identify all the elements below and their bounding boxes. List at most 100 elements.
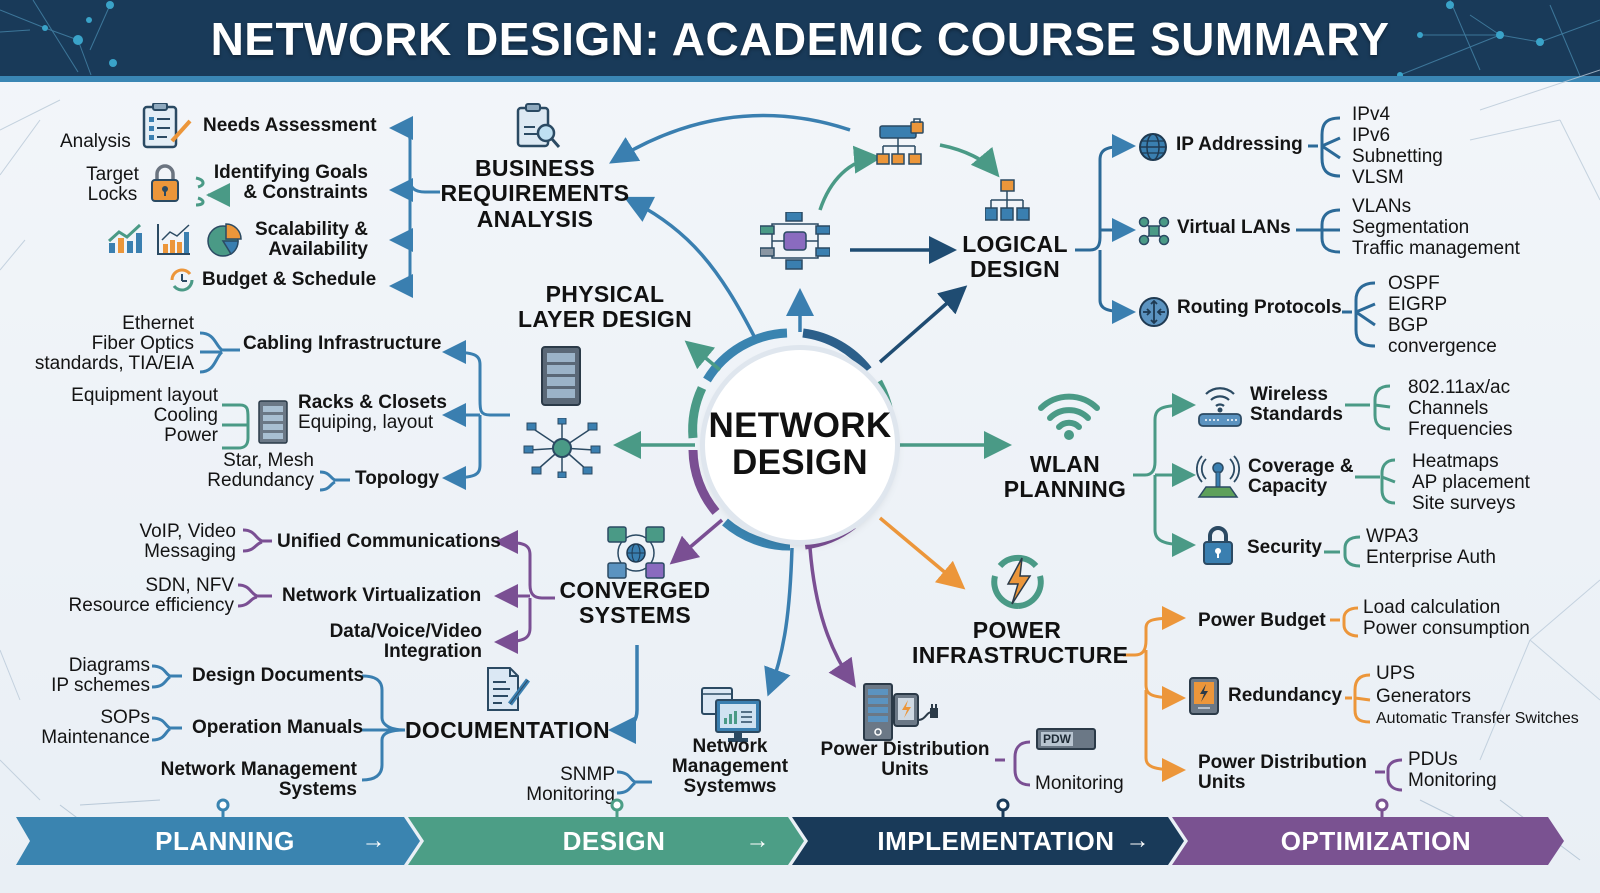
note-line: Monitoring (1408, 769, 1497, 791)
label-line: Integration (383, 640, 482, 662)
pdu-device-icon: PDW (1036, 728, 1096, 750)
note-line: PDUs (1408, 749, 1458, 770)
item-power-budget: Power Budget (1198, 610, 1326, 631)
item-data-voice-video: Data/Voice/Video Integration (290, 622, 482, 662)
padlock-icon (1202, 525, 1234, 570)
notes-nms: SNMP Monitoring (505, 765, 615, 805)
note-line: Monitoring (526, 783, 615, 805)
item-network-management-systems: Network Management Systems (150, 760, 357, 800)
note-line: Messaging (144, 540, 236, 562)
vlan-nodes-icon (1138, 216, 1170, 251)
label-line: Data/Voice/Video (329, 621, 482, 642)
note-line: standards, TIA/EIA (34, 352, 194, 374)
note-line: Channels (1408, 397, 1489, 419)
phase-design[interactable]: DESIGN → (424, 817, 804, 865)
pdu-label: PDW (1041, 732, 1073, 746)
arrow-right-icon: → (1125, 827, 1150, 854)
item-racks-closets: Racks & Closets Equiping, layout (298, 393, 447, 433)
note-line: Equipment layout (71, 385, 218, 406)
wlan-title-line: PLANNING (1003, 476, 1127, 503)
antenna-icon (1195, 455, 1241, 504)
notes-power-budget: Load calculation Power consumption (1363, 597, 1530, 640)
phase-implementation[interactable]: IMPLEMENTATION → (808, 817, 1184, 865)
notes-virtual-lans: VLANs Segmentation Traffic management (1352, 196, 1520, 260)
note-line: Fiber Optics (91, 332, 194, 354)
notes-power-distribution: PDUs Monitoring (1408, 749, 1497, 792)
label-line: Network Management (160, 759, 357, 780)
physical-title-line: PHYSICAL (545, 281, 665, 307)
item-identifying-goals: Identifying Goals & Constraints (200, 163, 368, 203)
label-line: Standards (1250, 403, 1343, 425)
item-routing-protocols: Routing Protocols (1177, 297, 1342, 318)
growth-chart-icon (107, 223, 143, 260)
item-operation-manuals: Operation Manuals (192, 717, 364, 738)
note-line: Redundancy (207, 469, 314, 491)
item-coverage-capacity: Coverage & Capacity (1248, 457, 1354, 497)
star-topology-icon (522, 417, 602, 483)
converged-systems-title: CONVERGED SYSTEMS (555, 577, 715, 629)
page-title: NETWORK DESIGN: ACADEMIC COURSE SUMMARY (210, 13, 1390, 65)
item-ip-addressing: IP Addressing (1176, 134, 1303, 155)
arrow-right-icon: → (745, 827, 770, 854)
note-line: VoIP, Video (139, 521, 236, 542)
note-line: IP schemes (51, 674, 150, 696)
clock-cycle-icon (168, 266, 196, 299)
note-line: OSPF (1388, 273, 1440, 294)
note-target-locks: Target Locks (80, 165, 145, 205)
note-line: Power (164, 424, 218, 446)
note-line: BGP (1388, 314, 1429, 336)
item-design-documents: Design Documents (192, 665, 365, 686)
notes-operation-manuals: SOPs Maintenance (30, 708, 150, 748)
label-line: Availability (268, 238, 368, 260)
converged-communications-icon (606, 525, 666, 586)
center-title: NETWORK DESIGN (705, 406, 895, 482)
note-line: UPS (1376, 663, 1416, 684)
header-banner: NETWORK DESIGN: ACADEMIC COURSE SUMMARY (0, 0, 1600, 82)
note-analysis: Analysis (60, 131, 131, 152)
item-budget-schedule: Budget & Schedule (202, 269, 377, 290)
phase-optimization[interactable]: OPTIMIZATION (1188, 817, 1564, 865)
note-line: SNMP (560, 764, 615, 785)
server-rack-icon (540, 345, 582, 412)
physical-title-line: LAYER DESIGN (517, 306, 692, 333)
note-line: Segmentation (1352, 216, 1470, 238)
note-line: Subnetting (1352, 145, 1443, 167)
note-line: Star, Mesh (223, 450, 314, 471)
notes-unified-communications: VoIP, Video Messaging (100, 522, 236, 562)
label-line: Management (671, 755, 789, 777)
document-pen-icon (484, 666, 532, 719)
note-line: AP placement (1412, 471, 1530, 493)
hierarchy-lock-icon (875, 118, 935, 173)
phase-label: DESIGN (562, 825, 666, 856)
power-title-line: POWER (972, 617, 1062, 643)
phase-label: OPTIMIZATION (1280, 825, 1472, 856)
note-line: Traffic management (1352, 237, 1520, 259)
notes-topology: Star, Mesh Redundancy (170, 451, 314, 491)
power-title-line: INFRASTRUCTURE (912, 642, 1129, 669)
note-line: Locks (87, 183, 138, 205)
label-line: Units (1198, 771, 1246, 793)
padlock-icon (150, 163, 180, 208)
notes-ip-addressing: IPv4 IPv6 Subnetting VLSM (1352, 104, 1443, 189)
note-line: Automatic Transfer Switches (1376, 709, 1579, 727)
power-infrastructure-title: POWER INFRASTRUCTURE (912, 617, 1129, 669)
label-line: Systemws (683, 775, 777, 797)
documentation-title: DOCUMENTATION (405, 717, 610, 743)
label-line: Power Distribution (820, 739, 990, 760)
center-title-line2: DESIGN (732, 442, 868, 482)
phase-label: PLANNING (155, 825, 295, 856)
globe-icon (1138, 132, 1168, 167)
note-line: EIGRP (1388, 293, 1448, 315)
center-title-line1: NETWORK (708, 406, 892, 445)
notes-redundancy: UPS Generators Automatic Transfer Switch… (1376, 663, 1579, 728)
converged-title-line: SYSTEMS (578, 602, 691, 629)
notes-network-virtualization: SDN, NFV Resource efficiency (40, 576, 234, 616)
label-line: & Constraints (243, 181, 368, 203)
logical-title-line: LOGICAL (962, 231, 1068, 257)
item-network-virtualization: Network Virtualization (282, 585, 482, 606)
business-requirements-title: BUSINESS REQUIREMENTS ANALYSIS (440, 155, 630, 232)
phase-planning[interactable]: PLANNING → (30, 817, 420, 865)
note-line: convergence (1388, 335, 1497, 357)
